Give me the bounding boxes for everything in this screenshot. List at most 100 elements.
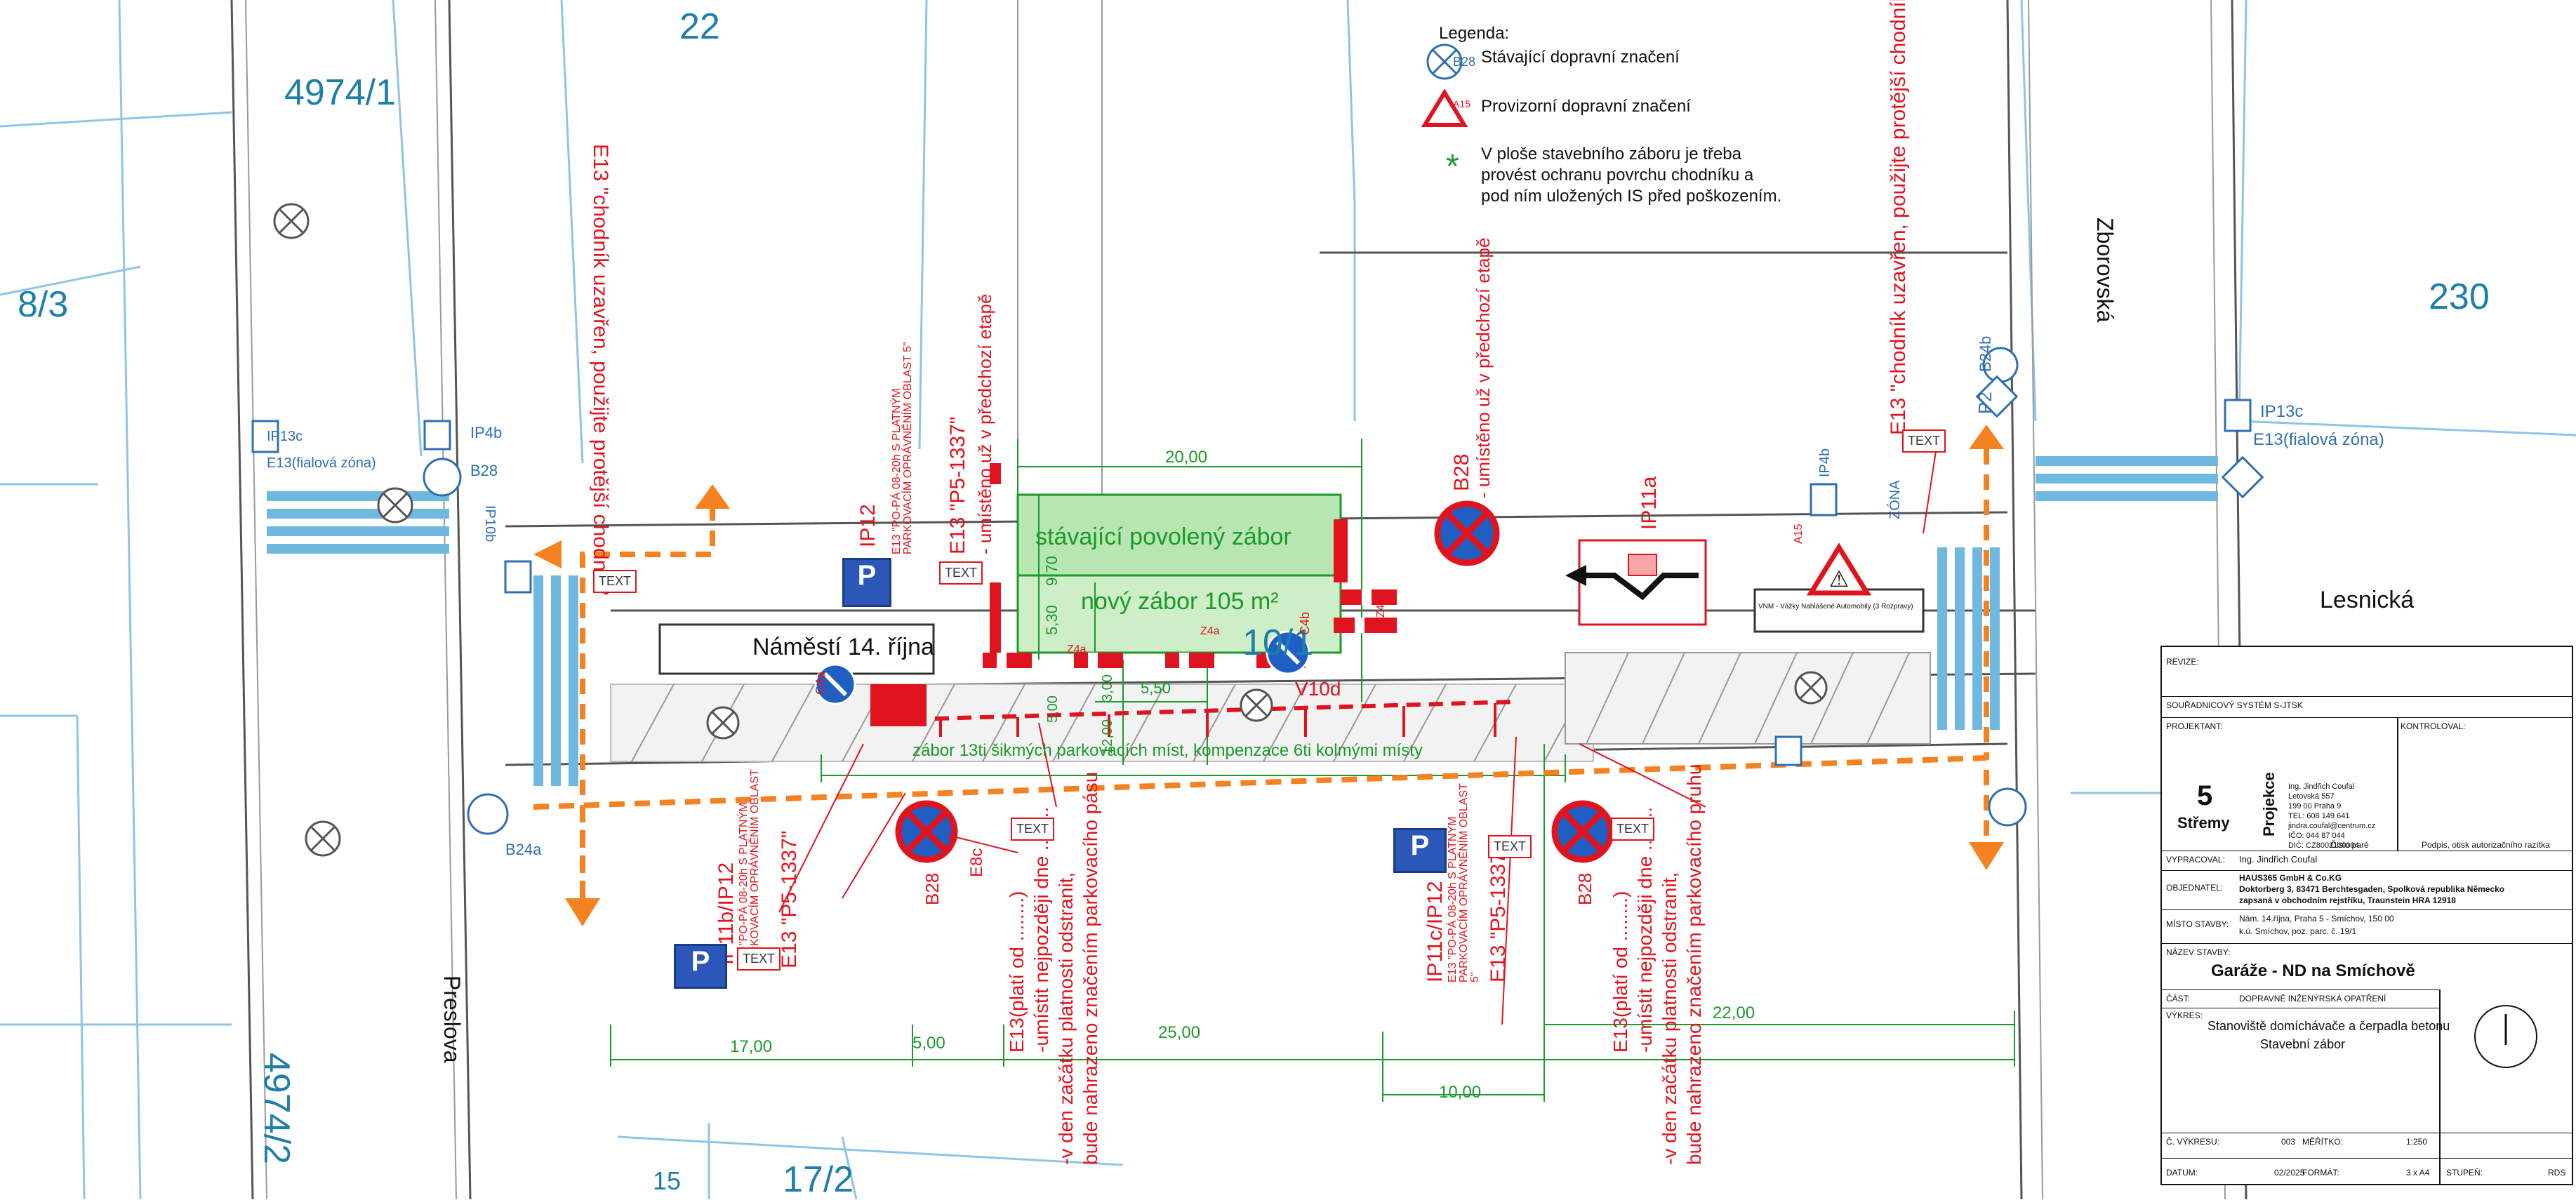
pedestrian-detour-route — [533, 449, 1989, 898]
company-info: Ing. Jindřich Coufal Letovská 557 199 00… — [2288, 782, 2375, 851]
dim-3-00: 3,00 — [1100, 674, 1115, 702]
legend-note-1: V ploše stavebního záboru je třeba — [1481, 145, 1741, 164]
b28-left-label: B28 — [470, 462, 498, 479]
b28-top-note: - umístěno už v předchozí etapě — [1473, 237, 1494, 498]
ip13c-left-label: IP13c — [267, 429, 303, 444]
a15-sign-glyph: ⚠ — [1829, 566, 1850, 592]
e13-plati-1b: -umístit nejpozději dne ........ — [1030, 806, 1052, 1053]
b28-crosses — [905, 511, 1604, 853]
text-sign-2: TEXT — [939, 561, 983, 585]
street-preslova: Preslova — [439, 975, 465, 1063]
tb-datum-v: 02/2025 — [2274, 1168, 2305, 1178]
zona-label: ZÓNA — [1887, 480, 1903, 519]
b28-top-label: B28 — [1450, 453, 1473, 491]
tb-objednatel-v2: Doktorberg 3, 83471 Berchtesgaden, Spolk… — [2239, 884, 2505, 894]
tb-misto-v1: Nám. 14.října, Praha 5 - Smíchov, 150 00 — [2239, 914, 2394, 924]
b28-mid-label: B28 — [922, 872, 943, 905]
kerb-lines — [245, 0, 2226, 1199]
z4a-label-2: Z4a — [1200, 625, 1220, 637]
company-mail: jindra.coufal@centrum.cz — [2288, 822, 2376, 830]
reserved-parking-sign-c: P — [1393, 828, 1447, 873]
tb-stupen: STUPEŇ: — [2446, 1168, 2483, 1178]
crosswalk-zborovska — [2036, 456, 2218, 501]
e13-left-note: E13 "chodník uzavřen, použijte protější … — [589, 144, 612, 596]
vnm-island — [1753, 588, 1925, 633]
dim-17: 17,00 — [730, 1037, 773, 1056]
existing-occupancy-label: stávající povolený zábor — [1035, 524, 1292, 550]
b24b-label: B24b — [1977, 335, 1994, 372]
logo-word-1: Střemy — [2177, 814, 2230, 832]
v10d-label: V10d — [1295, 678, 1341, 700]
dim-5-50: 5,50 — [1141, 679, 1171, 697]
dim-22: 22,00 — [1713, 1004, 1755, 1022]
e13-plati-1c: -v den začátku platnosti odstranit, — [1055, 872, 1077, 1165]
text-sign-1: TEXT — [593, 570, 637, 593]
company-addr-2: 199 00 Praha 9 — [2288, 802, 2342, 811]
ip11c-label: IP11c/IP12 — [1423, 881, 1447, 982]
parcel-17-2: 17/2 — [783, 1159, 854, 1200]
tb-vykres-v2: Stavební zábor — [2260, 1037, 2346, 1051]
ip11a-sign — [1578, 539, 1707, 626]
ip11a-arrowhead — [1565, 565, 1586, 586]
tb-revize: REVIZE: — [2166, 657, 2199, 667]
e13-po-top: E13 "PO-PÁ 08-20h S PLATNÝM PARKOVACÍM O… — [891, 342, 914, 554]
tb-cislo-v: 003 — [2281, 1137, 2296, 1147]
crosswalk-right — [1937, 547, 2000, 730]
tb-cislo: Č. VÝKRESU: — [2166, 1137, 2220, 1147]
dim-25: 25,00 — [1158, 1023, 1201, 1042]
parking-occupancy-label: zábor 13ti šikmých parkovacích míst, kom… — [912, 741, 1423, 760]
text-sign-5: TEXT — [1611, 818, 1655, 841]
text-sign-6: TEXT — [737, 947, 781, 971]
tb-misto: MÍSTO STAVBY: — [2166, 919, 2229, 929]
tb-objednatel: OBJEDNATEL: — [2166, 883, 2224, 893]
temporary-barrier-line — [912, 700, 1517, 721]
e13-po-b: E13 "PO-PÁ 08-20h S PLATNÝM PARKOVACÍM O… — [738, 769, 772, 968]
legend-note-3: pod ním uložených IS před poškozením. — [1481, 187, 1782, 206]
tb-format-v: 3 x A4 — [2406, 1168, 2430, 1178]
e13-p5-c: E13 "P5-1337" — [1487, 844, 1510, 982]
z4b-label: Z4b — [1375, 598, 1387, 618]
e13-fialova-left: E13(fialová zóna) — [267, 455, 376, 471]
tb-vykres: VÝKRES: — [2166, 1011, 2203, 1020]
text-sign-4: TEXT — [1011, 818, 1055, 841]
vnm-label: VNM - Vážky Nahlášené Automobily (3 Rozp… — [1758, 603, 1913, 611]
e13-plati-2c: -v den začátku platnosti odstranit, — [1659, 872, 1680, 1165]
reserved-parking-sign-top: P — [842, 558, 891, 607]
tb-projektant: PROJEKTANT: — [2166, 721, 2223, 731]
parcel-10-1: 10/1 — [1242, 622, 1314, 663]
logo-word-2: Projekce — [2260, 772, 2278, 836]
z4a-label-1: Z4a — [1067, 644, 1087, 655]
parcel-4974-2: 4974/2 — [256, 1053, 297, 1165]
tb-kontroloval: KONTROLOVAL: — [2401, 721, 2466, 731]
dim-20: 20,00 — [1165, 448, 1208, 467]
p2-label: P2 — [1974, 392, 1996, 414]
company-tel: TEL: 608 149 641 — [2288, 812, 2350, 820]
c4-arrows — [823, 640, 1301, 697]
c4b-label: C4b — [1298, 611, 1312, 635]
text-sign-7: TEXT — [1488, 835, 1532, 858]
tb-nazev: NÁZEV STAVBY: — [2166, 947, 2231, 957]
ip11a-hatch — [1628, 554, 1657, 576]
north-arrow-icon — [2474, 1005, 2537, 1068]
crosswalk-left-top — [267, 491, 449, 554]
dim-5-30: 5,30 — [1043, 605, 1061, 635]
ip12-top-label: IP12 — [856, 504, 879, 547]
new-occupancy-label: nový zábor 105 m² — [1081, 588, 1279, 615]
legend-temporary-label: Provizorní dopravní značení — [1481, 97, 1691, 116]
legend-existing-label: Stávající dopravní značení — [1481, 48, 1680, 67]
legend-note-2: provést ochranu povrchu chodníku a — [1481, 166, 1754, 185]
tb-nazev-v: Garáže - ND na Smíchově — [2211, 961, 2415, 980]
tb-objednatel-v3: zapsaná v obchodním rejstříku, Traunstei… — [2239, 895, 2456, 905]
ip11a-label: IP11a — [1638, 476, 1661, 530]
company-name: Ing. Jindřich Coufal — [2288, 782, 2355, 791]
legend-temporary-icon — [1421, 88, 1468, 127]
e13-p5-top-note: - umístěno už v předchozí etapě — [974, 293, 995, 554]
traffic-island — [658, 623, 935, 675]
tb-cislo-pare: Číslo paré — [2330, 840, 2369, 850]
parcel-4974-1: 4974/1 — [284, 72, 397, 113]
title-block: REVIZE: SOUŘADNICOVÝ SYSTÉM S-JTSK PROJE… — [2160, 646, 2573, 1185]
tb-meritko: MĚŘÍTKO: — [2302, 1137, 2344, 1147]
detour-arrowheads — [533, 425, 2004, 926]
company-dic: DIČ: CZ8002130004 — [2288, 841, 2359, 850]
tb-podpis: Podpis, otisk autorizačního razítka — [2422, 840, 2550, 850]
